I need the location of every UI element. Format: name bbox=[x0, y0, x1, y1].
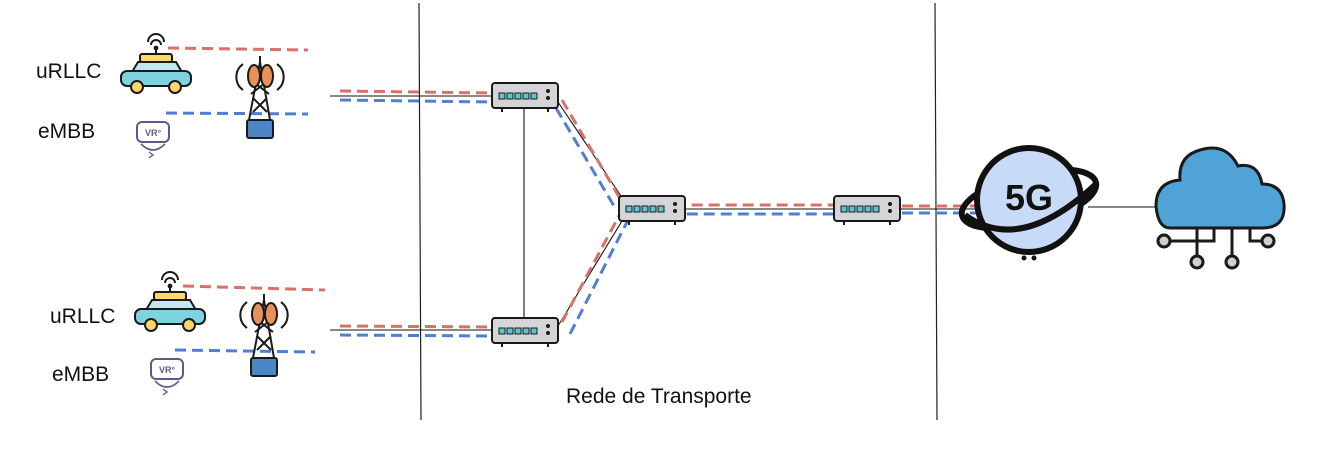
urllc-flow-bottom-backhaul bbox=[339, 324, 493, 329]
car-icon bbox=[134, 271, 206, 332]
cell-tower-icon bbox=[235, 56, 285, 139]
embb-flow-top bbox=[165, 111, 309, 116]
vr-headset-icon: VR° bbox=[150, 358, 184, 396]
network-switch-icon bbox=[618, 195, 686, 225]
embb-label-bottom: eMBB bbox=[52, 363, 110, 386]
urllc-flow-bottom bbox=[182, 284, 326, 292]
urllc-label-bottom: uRLLC bbox=[50, 305, 116, 328]
network-switch-icon bbox=[491, 317, 559, 347]
urllc-label-top: uRLLC bbox=[36, 60, 102, 83]
embb-flow-bottom-transport bbox=[568, 211, 976, 335]
urllc-flow-bottom-transport bbox=[560, 213, 622, 323]
access-region-separator bbox=[418, 2, 422, 421]
cloud-network-icon bbox=[1154, 146, 1286, 270]
vr-icon-text: VR° bbox=[159, 365, 176, 375]
urllc-flow-top bbox=[167, 46, 309, 52]
transport-network-label: Rede de Transporte bbox=[566, 385, 752, 408]
car-icon bbox=[120, 33, 192, 94]
embb-label-top: eMBB bbox=[38, 120, 96, 143]
network-switch-icon bbox=[833, 195, 901, 225]
5g-core-label: 5G bbox=[1005, 177, 1053, 218]
urllc-flow-top-backhaul bbox=[339, 89, 493, 95]
vr-icon-text: VR° bbox=[145, 128, 162, 138]
embb-flow-top-transport bbox=[554, 107, 616, 207]
network-switch-icon bbox=[491, 82, 559, 112]
urllc-flow-paths bbox=[167, 46, 976, 329]
cell-tower-icon bbox=[239, 294, 289, 377]
embb-flow-bottom-backhaul bbox=[339, 333, 493, 338]
link-switch-b-to-switch-c bbox=[557, 215, 626, 327]
5g-core-globe-icon: 5G bbox=[958, 145, 1100, 261]
vr-headset-icon: VR° bbox=[136, 121, 170, 159]
embb-flow-bottom bbox=[174, 348, 316, 354]
embb-flow-top-backhaul bbox=[339, 98, 493, 104]
urllc-flow-top-transport bbox=[560, 99, 976, 208]
